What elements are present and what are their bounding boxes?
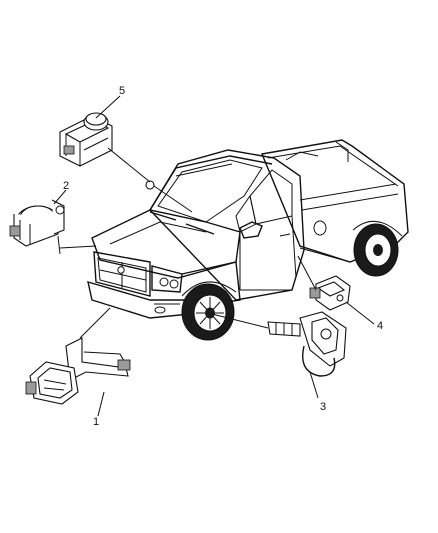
callout-1: 1 bbox=[93, 416, 99, 428]
front-grille bbox=[93, 251, 151, 297]
pickup-truck bbox=[87, 139, 409, 341]
leader-lines bbox=[53, 95, 375, 417]
callout-4: 4 bbox=[377, 320, 383, 332]
part-4-sensor bbox=[309, 275, 351, 311]
callout-2: 2 bbox=[63, 180, 69, 192]
fuel-door bbox=[313, 220, 327, 236]
front-wheel bbox=[181, 281, 237, 341]
callout-3: 3 bbox=[320, 401, 326, 413]
side-mirror bbox=[239, 221, 263, 239]
part-2-module bbox=[9, 199, 65, 255]
callouts: 5 2 1 3 4 bbox=[63, 85, 383, 428]
part-1-sensor bbox=[25, 337, 131, 405]
callout-5: 5 bbox=[119, 85, 125, 97]
part-3-sensor bbox=[267, 311, 347, 377]
rear-wheel bbox=[352, 220, 403, 277]
headlight bbox=[151, 265, 183, 293]
part-5-sensor bbox=[59, 112, 155, 190]
